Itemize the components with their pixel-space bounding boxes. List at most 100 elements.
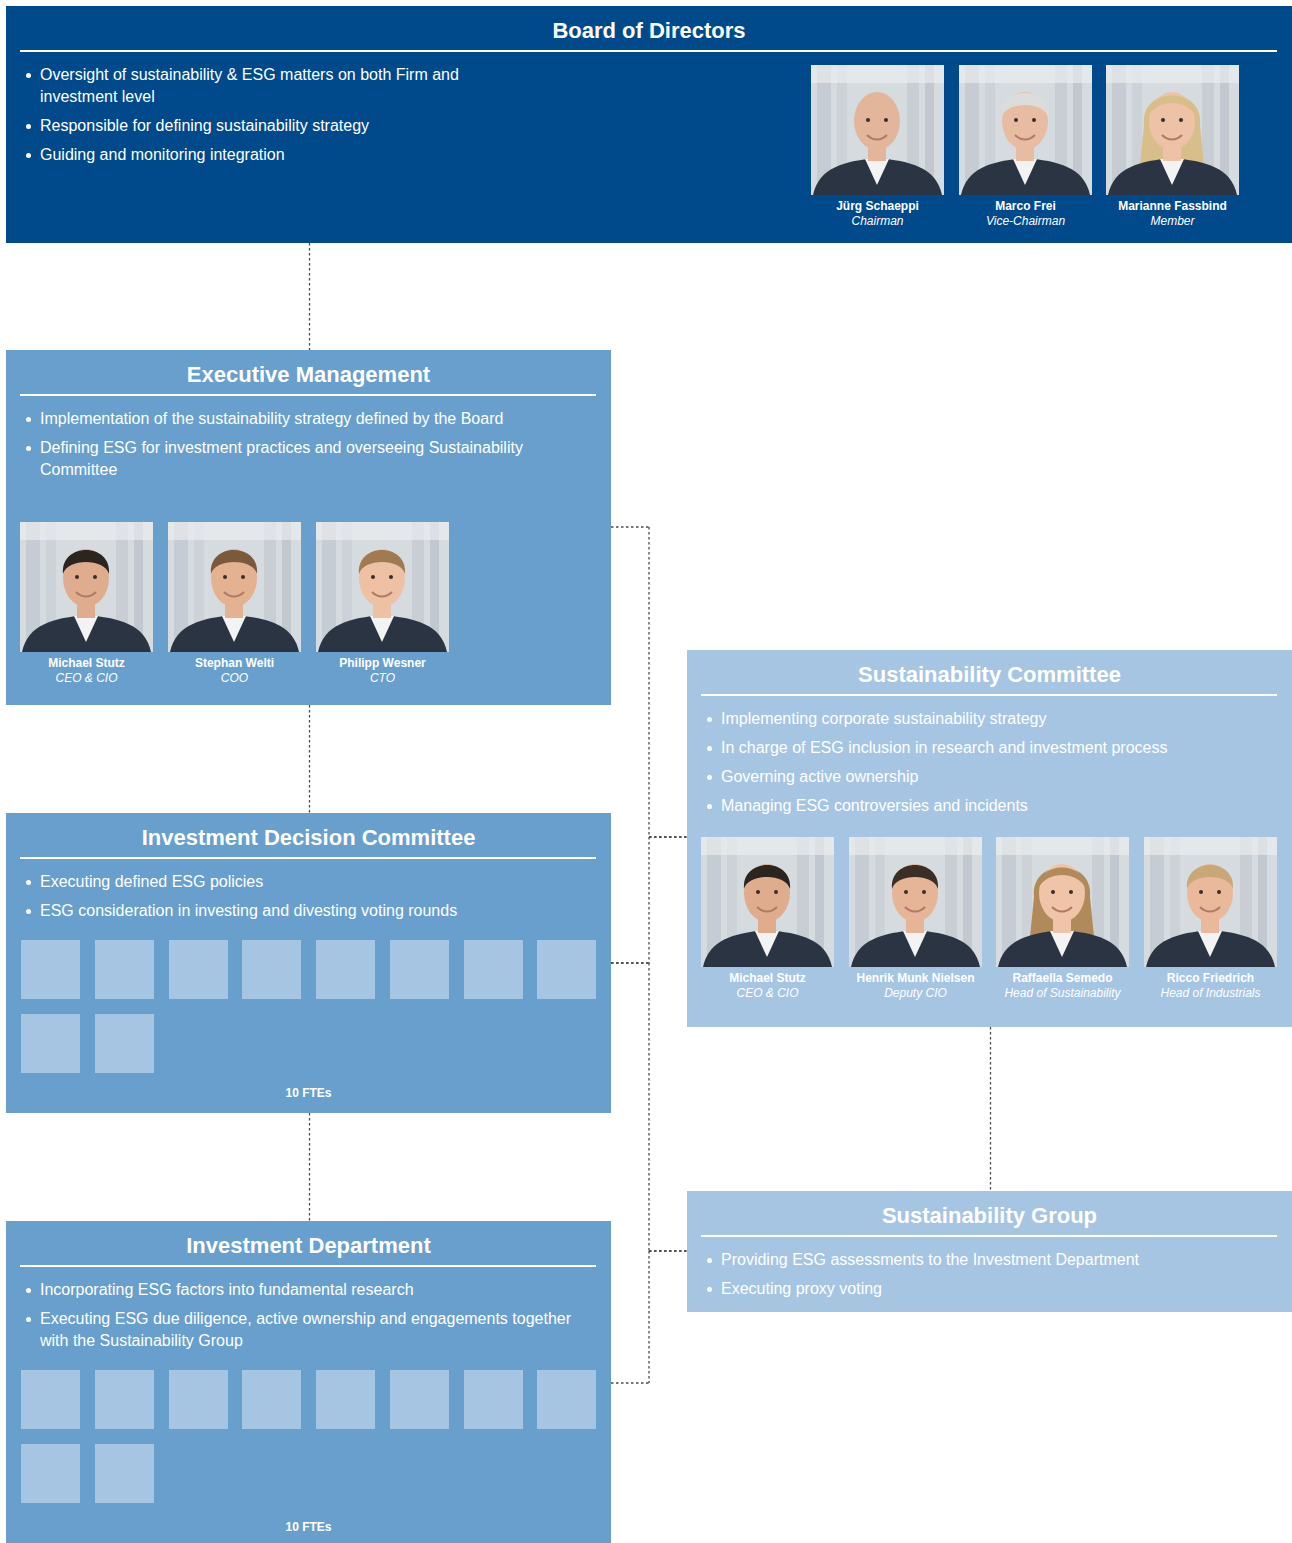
heading-rule [20,50,1277,52]
bullet-text: Responsible for defining sustainability … [40,117,369,134]
bullet-item: Responsible for defining sustainability … [20,115,490,137]
photo-shape [959,65,1092,83]
person-card: Henrik Munk NielsenDeputy CIO [849,837,982,1001]
bullet-item: ESG consideration in investing and dives… [20,900,596,922]
photo-shape [892,865,938,889]
photo-shape [168,522,301,540]
heading-rule [20,394,596,396]
connector-segment [649,836,687,837]
portrait-photo [959,65,1092,195]
staff-placeholder [169,940,228,999]
bullet-item: Executing defined ESG policies [20,871,596,893]
person-card: Jürg SchaeppiChairman [811,65,944,229]
photo-shape [904,890,908,894]
bullet-list: Incorporating ESG factors into fundament… [20,1279,596,1352]
person-card: Michael StutzCEO & CIO [701,837,834,1001]
photo-shape [959,65,1092,195]
photo-shape [1144,837,1277,967]
photo-shape [1146,930,1275,967]
photo-shape [1106,65,1239,83]
staff-placeholder [95,940,154,999]
photo-shape [1144,837,1277,855]
photo-shape [20,522,153,652]
bullet-item: Executing ESG due diligence, active owne… [20,1308,596,1352]
bullet-text: Defining ESG for investment practices an… [40,439,523,478]
person-name: Michael Stutz [20,656,153,671]
photo-shape [93,575,97,579]
connector-segment [649,1250,687,1251]
person-role: Member [1106,214,1239,229]
panel-heading: Sustainability Committee [701,650,1278,688]
portrait-photo [1106,65,1239,195]
person-card: Michael StutzCEO & CIO [20,522,153,686]
bullet-text: ESG consideration in investing and dives… [40,902,457,919]
staff-placeholder [464,1370,523,1429]
bullet-item: Defining ESG for investment practices an… [20,437,596,481]
photo-shape [996,837,1129,855]
connector-segment [990,1027,991,1191]
photo-shape [892,864,938,922]
bullet-text: In charge of ESG inclusion in research a… [721,739,1167,756]
connector-segment [649,836,687,837]
org-panel: Investment Decision CommitteeExecuting d… [6,813,611,1113]
dotted-connector [309,243,310,350]
photo-shape [757,907,777,912]
photo-shape [1039,868,1085,888]
dotted-connector [990,1027,991,1191]
connector-segment [611,526,649,527]
person-name: Marianne Fassbind [1106,199,1239,214]
bullet-text: Governing active ownership [721,768,918,785]
bullet-text: Oversight of sustainability & ESG matter… [40,66,459,105]
photo-shape [63,550,109,574]
photo-shape [1069,890,1073,894]
panel-heading: Executive Management [20,350,597,388]
portrait-photo [701,837,834,967]
bullet-text: Managing ESG controversies and incidents [721,797,1028,814]
photo-shape [1160,159,1184,185]
photo-shape [865,159,889,185]
photo-shape [813,158,942,195]
bullet-item: Managing ESG controversies and incidents [701,795,1277,817]
portrait-photo [316,522,449,652]
photo-shape [1015,135,1035,140]
photo-shape [1050,931,1074,957]
org-panel: Sustainability GroupProviding ESG assess… [687,1191,1292,1312]
photo-shape [854,92,900,150]
photo-shape [389,575,393,579]
photo-shape [922,890,926,894]
photo-shape [1002,93,1048,117]
photo-shape [701,837,834,855]
bullet-text: Executing proxy voting [721,1280,882,1297]
photo-shape [76,592,96,597]
photo-shape [241,575,245,579]
panel-heading: Sustainability Group [701,1191,1278,1229]
bullet-dot [26,446,31,451]
staff-placeholder [21,1014,80,1073]
person-card: Philipp WesnerCTO [316,522,449,686]
person-card: Raffaella SemedoHead of Sustainability [996,837,1129,1001]
photo-shape [884,118,888,122]
photo-shape [1149,96,1195,116]
photo-shape [372,592,392,597]
photo-shape [211,549,257,607]
staff-placeholder [169,1370,228,1429]
staff-placeholder [316,1370,375,1429]
staff-placeholder [390,940,449,999]
photo-shape [1149,92,1195,150]
bullet-dot [26,1317,31,1322]
bullet-dot [707,1258,712,1263]
portrait-photo [849,837,982,967]
connector-segment [611,962,649,963]
photo-shape [168,522,301,652]
photo-shape [961,158,1090,195]
bullet-text: Providing ESG assessments to the Investm… [721,1251,1139,1268]
org-panel: Board of DirectorsOversight of sustainab… [6,6,1292,243]
portrait-photo [849,837,982,967]
portrait-photo [701,837,834,967]
portrait-photo [316,522,449,652]
person-role: Deputy CIO [849,986,982,1001]
bullet-dot [26,909,31,914]
person-card: Marco FreiVice-Chairman [959,65,1092,229]
bullet-item: Incorporating ESG factors into fundament… [20,1279,596,1301]
bullet-list: Oversight of sustainability & ESG matter… [20,64,490,166]
